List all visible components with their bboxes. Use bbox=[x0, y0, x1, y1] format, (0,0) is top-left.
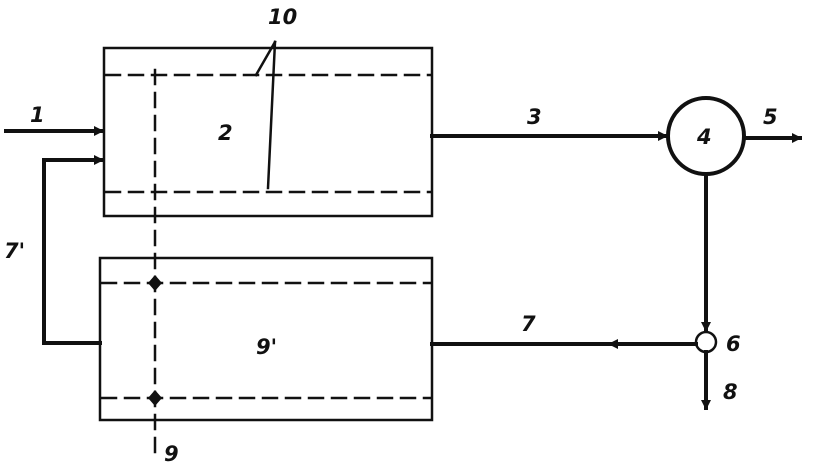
label-upper-unit-2: 2 bbox=[218, 121, 233, 145]
recycle-line-7prime bbox=[42, 155, 104, 345]
label-splitter-6: 6 bbox=[726, 332, 741, 356]
label-purge-8: 8 bbox=[723, 380, 738, 404]
label-lower-unit-9prime: 9' bbox=[256, 335, 277, 359]
label-separator-4: 4 bbox=[696, 125, 712, 149]
label-feed-1: 1 bbox=[30, 103, 45, 127]
junction-diamond-lower bbox=[148, 390, 162, 406]
lower-unit-box bbox=[98, 256, 434, 422]
label-stream-3: 3 bbox=[527, 105, 542, 129]
leader-10-to-top-layer bbox=[254, 40, 277, 77]
leader-10-to-bottom-layer bbox=[266, 40, 277, 190]
label-recycle-7prime: 7' bbox=[4, 239, 25, 263]
label-product-5: 5 bbox=[763, 105, 778, 129]
label-return-7: 7 bbox=[521, 312, 536, 336]
label-dashed-layers-10: 10 bbox=[268, 5, 297, 29]
splitter-circle-6 bbox=[694, 330, 718, 354]
label-column-9: 9 bbox=[164, 442, 179, 466]
junction-diamond-upper bbox=[148, 275, 162, 291]
